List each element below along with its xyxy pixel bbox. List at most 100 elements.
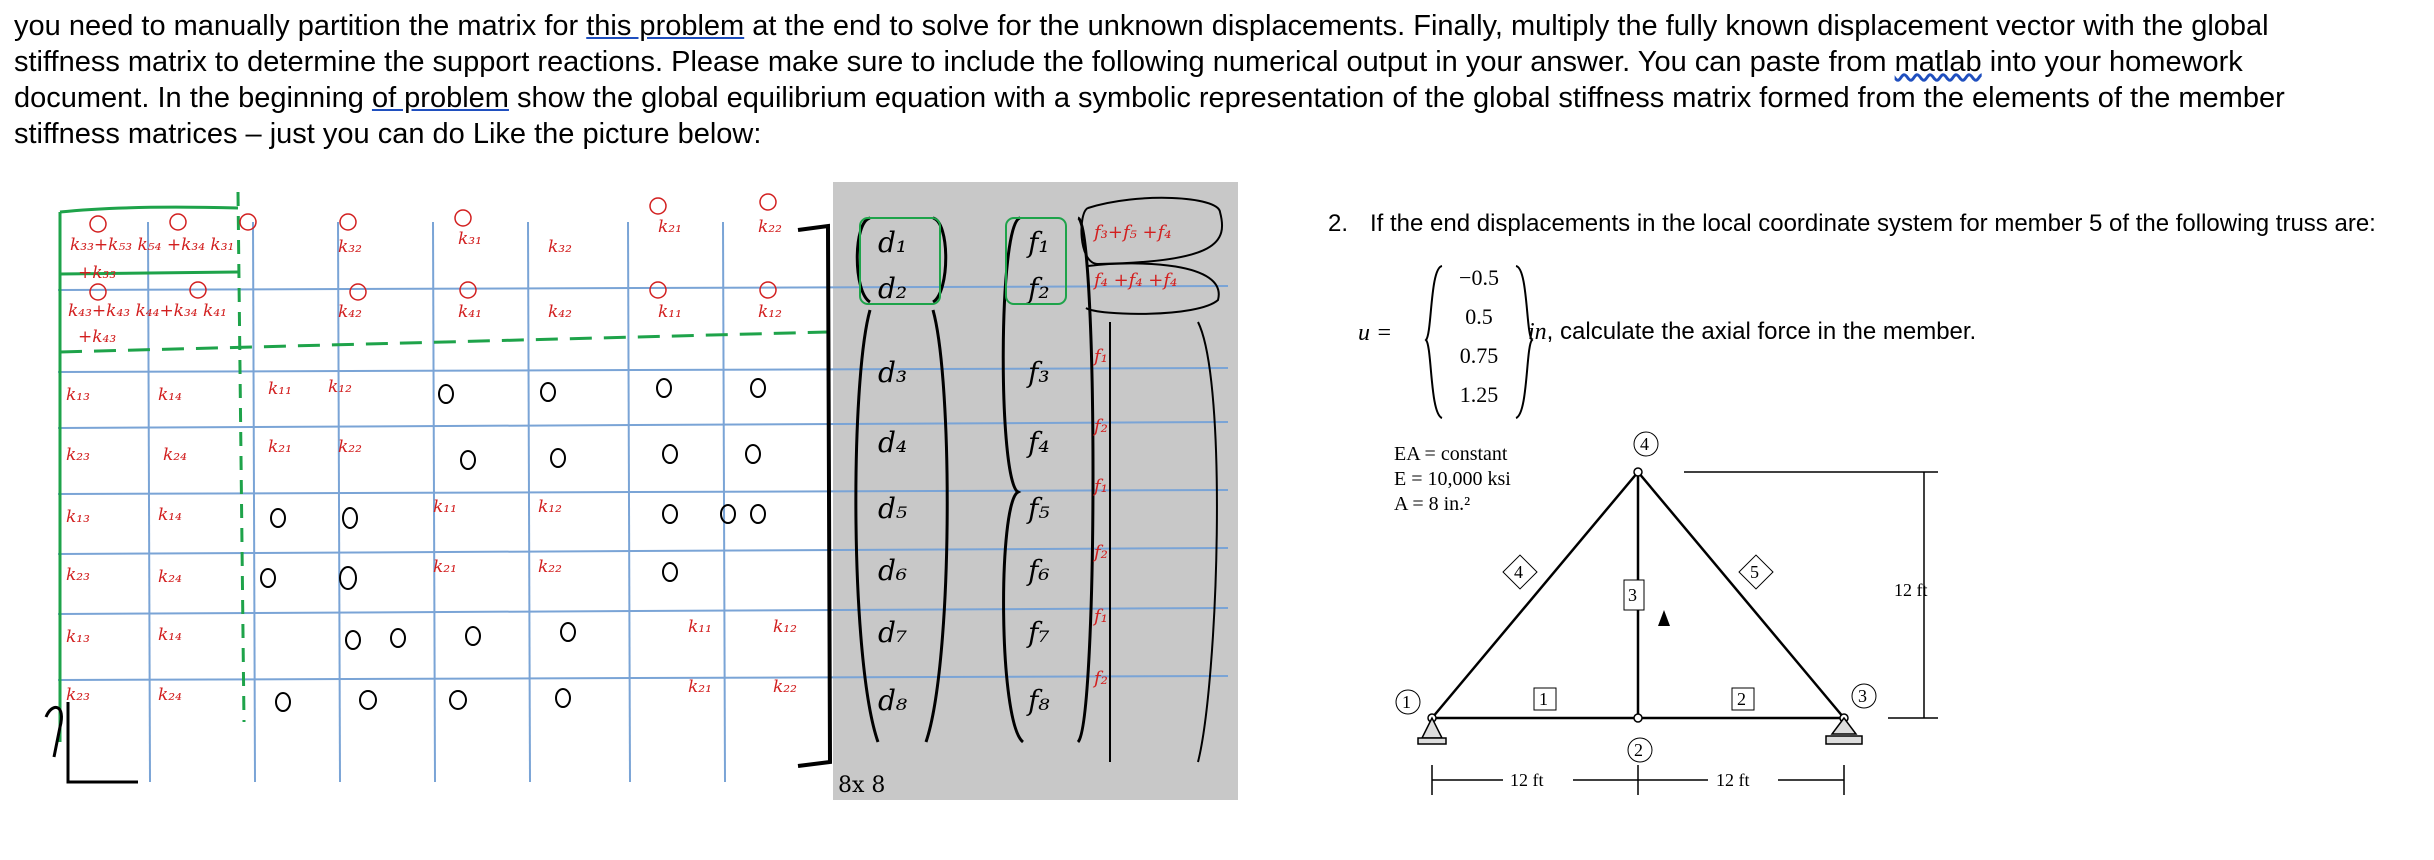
instruction-line-3: document. In the beginning of problem sh… — [14, 80, 2414, 116]
svg-text:k₂₂: k₂₂ — [758, 217, 782, 237]
u-tail: in, calculate the axial force in the mem… — [1528, 318, 1976, 346]
svg-text:k₃₃+k₅₃ k₅₄ +k₃₄ k₃₁: k₃₃+k₅₃ k₅₄ +k₃₄ k₃₁ — [70, 235, 234, 255]
svg-text:k₂₄: k₂₄ — [158, 567, 182, 587]
svg-text:k₂₃: k₂₃ — [66, 445, 90, 465]
instruction-text: stiffness matrix to determine the suppor… — [14, 46, 1895, 78]
supports — [1417, 716, 1863, 745]
svg-text:f₁: f₁ — [1092, 346, 1108, 367]
svg-text:k₁₁: k₁₁ — [658, 302, 682, 322]
member-labels: 1 2 3 4 5 — [1502, 554, 1774, 711]
stiffness-terms: k₃₃+k₅₃ k₅₄ +k₃₄ k₃₁ +k₃₃ k₄₃+k₄₃ k₄₄+k₃… — [66, 217, 797, 705]
svg-text:k₄₂: k₄₂ — [548, 302, 572, 322]
handwritten-matrix-image: k₃₃+k₅₃ k₅₄ +k₃₄ k₃₁ +k₃₃ k₄₃+k₄₃ k₄₄+k₃… — [38, 182, 1238, 800]
instruction-text: you need to manually partition the matri… — [14, 10, 587, 42]
node-1-label: 1 — [1402, 692, 1411, 712]
svg-text:k₂₃: k₂₃ — [66, 685, 90, 705]
disp-6: d₆ — [878, 554, 907, 587]
matrix-bracket — [66, 702, 138, 784]
svg-text:k₃₂: k₃₂ — [548, 237, 572, 257]
instruction-line-4: stiffness matrices – just you can do Lik… — [14, 118, 762, 150]
known-force-box — [1005, 217, 1067, 305]
svg-text:k₁₂: k₁₂ — [538, 497, 562, 517]
svg-text:k₂₄: k₂₄ — [163, 445, 187, 465]
force-8: f₈ — [1026, 684, 1050, 717]
displacement-brace-left — [854, 216, 880, 743]
u-values: −0.5 0.5 0.75 1.25 — [1444, 258, 1514, 414]
problem-2-question: 2.If the end displacements in the local … — [1328, 210, 2376, 238]
dim-label: 12 ft — [1716, 770, 1750, 790]
member-5-label: 5 — [1750, 562, 1759, 582]
instruction-line-1: you need to manually partition the matri… — [14, 8, 2414, 44]
node-2-label: 2 — [1634, 740, 1643, 760]
disp-4: d₄ — [878, 426, 907, 459]
roller-support-icon — [1830, 716, 1858, 735]
member-2-label: 2 — [1737, 689, 1746, 709]
svg-text:f₄ +f₄ +f₄: f₄ +f₄ +f₄ — [1092, 270, 1177, 291]
member-circles — [89, 193, 777, 301]
disp-3: d₃ — [878, 356, 907, 389]
svg-text:k₂₂: k₂₂ — [773, 677, 797, 697]
force-4: f₄ — [1026, 426, 1050, 459]
problem-link[interactable]: of problem — [371, 82, 509, 114]
instruction-paragraph: you need to manually partition the matri… — [14, 8, 2414, 152]
u-braces — [1424, 265, 1534, 419]
svg-text:f₁: f₁ — [1092, 606, 1108, 627]
matrix-right-bracket — [797, 223, 833, 768]
svg-text:f₂: f₂ — [1092, 542, 1108, 563]
svg-text:k₄₁: k₄₁ — [458, 302, 482, 322]
node-3-label: 3 — [1858, 686, 1867, 706]
node-labels: 1 2 3 4 — [1395, 431, 1877, 763]
svg-text:k₂₂: k₂₂ — [338, 437, 362, 457]
svg-text:k₁₁: k₁₁ — [433, 497, 457, 517]
u-value: 0.75 — [1459, 343, 1499, 368]
pin-support-icon — [1420, 716, 1444, 739]
force-7: f₇ — [1026, 616, 1050, 649]
force-6: f₆ — [1026, 554, 1050, 587]
scribble — [44, 706, 63, 758]
problem-link[interactable]: this problem — [586, 10, 745, 42]
displacement-vector: d₁ d₂ d₃ d₄ d₅ d₆ d₇ d₈ — [878, 226, 908, 717]
force-brace-right — [1076, 216, 1095, 744]
svg-text:k₂₄: k₂₄ — [158, 685, 182, 705]
svg-text:+k₃₃: +k₃₃ — [78, 263, 116, 283]
dimension-labels: 12 ft 12 ft 12 ft — [1510, 580, 1928, 790]
instruction-text: document. In the beginning — [14, 82, 372, 114]
dimension-lines — [1431, 471, 1938, 795]
svg-text:k₁₂: k₁₂ — [758, 302, 782, 322]
svg-text:+k₄₃: +k₄₃ — [78, 327, 116, 347]
partition-lines — [58, 191, 829, 742]
svg-text:k₄₂: k₄₂ — [338, 302, 362, 322]
disp-7: d₇ — [878, 616, 907, 649]
svg-text:k₁₃: k₁₃ — [66, 507, 90, 527]
disp-5: d₅ — [878, 492, 907, 525]
spellcheck-word: matlab — [1894, 46, 1982, 78]
svg-text:k₂₂: k₂₂ — [538, 557, 562, 577]
matrix-size-label: 8x 8 — [838, 773, 885, 798]
svg-text:k₁₁: k₁₁ — [688, 617, 712, 637]
u-label: u = — [1358, 320, 1393, 346]
instruction-line-2: stiffness matrix to determine the suppor… — [14, 44, 2414, 80]
arrow-icon — [1658, 610, 1670, 626]
svg-text:k₂₃: k₂₃ — [66, 565, 90, 585]
disp-2: d₂ — [878, 272, 907, 305]
unit: in — [1528, 319, 1547, 345]
force-1: f₁ — [1026, 226, 1050, 259]
dim-label: 12 ft — [1510, 770, 1544, 790]
truss-diagram: 1 2 3 4 1 2 3 4 5 12 ft 12 ft 12 ft — [1395, 431, 1938, 795]
svg-text:f₂: f₂ — [1092, 416, 1108, 437]
svg-text:k₁₃: k₁₃ — [66, 385, 90, 405]
problem-2: 2.If the end displacements in the local … — [1328, 210, 2428, 810]
svg-text:f₃+f₅ +f₄: f₃+f₅ +f₄ — [1092, 222, 1172, 243]
member-3-label: 3 — [1628, 585, 1637, 605]
svg-text:k₂₁: k₂₁ — [433, 557, 457, 577]
svg-text:k₄₃+k₄₃ k₄₄+k₃₄ k₄₁: k₄₃+k₄₃ k₄₄+k₃₄ k₄₁ — [68, 301, 227, 321]
force-vector: f₁ f₂ f₃ f₄ f₅ f₆ f₇ f₈ — [1026, 226, 1050, 717]
u-value: 1.25 — [1459, 382, 1499, 407]
instruction-text: into your homework — [1981, 46, 2243, 78]
grid-cols — [147, 221, 726, 783]
svg-text:k₂₁: k₂₁ — [268, 437, 292, 457]
handwritten-matrix-svg: k₃₃+k₅₃ k₅₄ +k₃₄ k₃₁ +k₃₃ k₄₃+k₄₃ k₄₄+k₃… — [44, 182, 1238, 800]
node-4-label: 4 — [1640, 434, 1649, 454]
svg-text:f₁: f₁ — [1092, 476, 1108, 497]
dim-label: 12 ft — [1894, 580, 1928, 600]
